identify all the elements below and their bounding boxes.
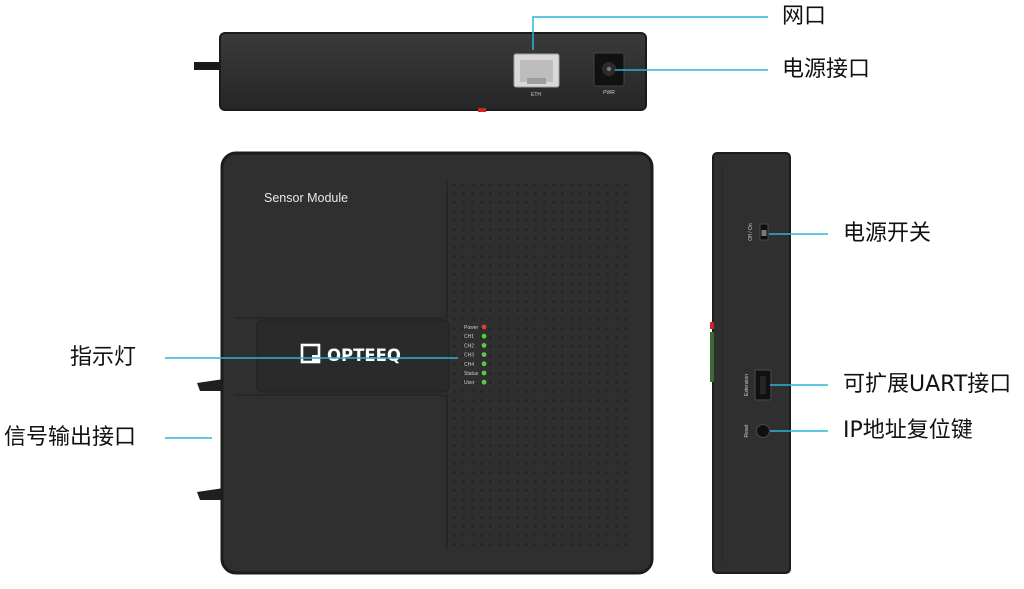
panel-separator-bottom <box>234 394 448 548</box>
extension-label: Extension <box>744 374 750 396</box>
brand-name: OPTEEQ <box>327 346 401 365</box>
callout-power-switch: 电源开关 <box>843 221 932 246</box>
front-view: Sensor Module OPTEEQ PowerCH1CH2CH3CH4St… <box>197 151 654 575</box>
pwr-port-label: PWR <box>603 90 615 96</box>
top-view-body <box>219 32 647 111</box>
power-switch: Off / On <box>748 223 769 241</box>
ethernet-port: ETH <box>513 53 560 98</box>
power-jack: PWR <box>593 52 625 96</box>
uart-port: Extension <box>744 369 772 401</box>
led-label: User <box>464 380 475 386</box>
eth-port-label: ETH <box>531 92 541 98</box>
led-label: CH2 <box>464 343 474 349</box>
vent-grid <box>452 180 632 550</box>
reset-label: Reset <box>744 424 750 438</box>
left-latch-top <box>197 379 224 391</box>
led-label: CH4 <box>464 362 474 368</box>
left-latch-bottom <box>197 488 224 500</box>
led-green-icon <box>481 379 487 385</box>
callout-ethernet-port: 网口 <box>782 4 827 29</box>
side-led-glint-green <box>710 332 714 382</box>
callout-ip-reset: IP地址复位键 <box>843 418 973 443</box>
side-cable <box>194 62 224 70</box>
led-label: CH1 <box>464 334 474 340</box>
callout-indicator-lights: 指示灯 <box>70 345 137 370</box>
leader-lines <box>165 16 828 439</box>
reset-button: Reset <box>744 424 770 438</box>
side-led-glint-red <box>710 322 714 329</box>
panel-separator-top <box>234 188 448 319</box>
led-label: CH3 <box>464 353 474 359</box>
led-green-icon <box>481 333 487 339</box>
top-red-tab <box>478 108 486 112</box>
top-view: ETH PWR <box>194 32 647 112</box>
module-name: Sensor Module <box>264 191 348 205</box>
logo-band <box>256 319 450 393</box>
device-side-body <box>712 152 791 574</box>
logo-mark-icon <box>300 343 321 364</box>
switch-label: Off / On <box>748 223 754 241</box>
led-green-icon <box>481 370 487 376</box>
led-green-icon <box>481 343 487 348</box>
callout-uart-port: 可扩展UART接口 <box>843 372 1012 397</box>
led-red-icon <box>481 324 487 330</box>
led-label: Status <box>464 371 479 377</box>
leader-ethernet <box>532 16 768 50</box>
led-green-icon <box>481 361 487 367</box>
side-view: Off / On Extension Reset <box>710 152 791 574</box>
callout-signal-output: 信号输出接口 <box>4 425 137 450</box>
callout-power-port: 电源接口 <box>782 57 871 82</box>
led-green-icon <box>481 352 487 357</box>
led-label: Power <box>464 325 479 331</box>
